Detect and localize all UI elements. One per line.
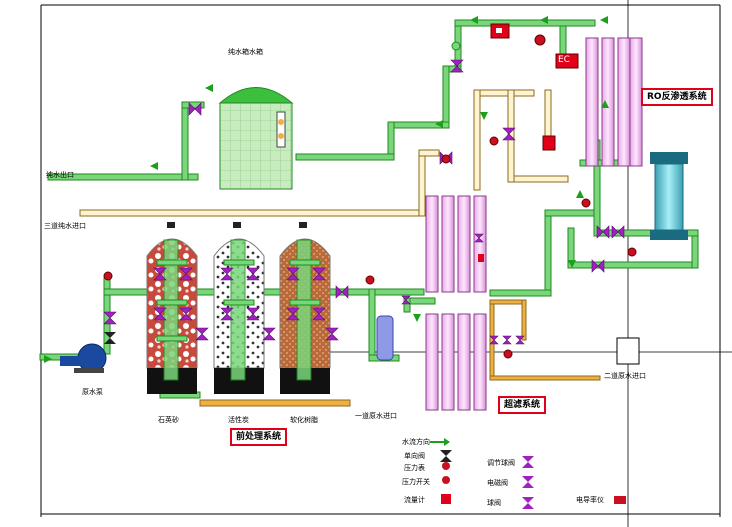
- uf-system-box: 超滤系统: [498, 396, 547, 414]
- high-pressure-pump: [650, 152, 688, 240]
- softener-label: 软化树脂: [290, 416, 318, 424]
- check-valves: [104, 222, 307, 344]
- ro-membranes: [585, 37, 643, 167]
- raw-pump: [60, 343, 107, 373]
- legend-check-valve: 单向阀: [404, 452, 425, 460]
- sand-filter-tank: [146, 238, 198, 394]
- ec-meter-label: EC: [558, 55, 570, 65]
- pure-water-tank: [218, 87, 294, 190]
- flow-meters: [478, 23, 579, 262]
- legend-ball-valve: 球阀: [487, 499, 501, 507]
- legend-regulating-valve: 调节球阀: [487, 459, 515, 467]
- legend-conductivity: 电导率仪: [576, 496, 604, 504]
- ro-system-box: RO反渗透系统: [641, 88, 713, 106]
- second-inlet-label: 三道纯水进口: [44, 222, 86, 230]
- green-pipes: [39, 19, 699, 407]
- legend-flow-meter: 流量计: [404, 496, 425, 504]
- uf-membranes-bottom: [425, 313, 487, 411]
- second-inlet-right-label: 二道原水进口: [604, 372, 646, 380]
- legend-solenoid-valve: 电磁阀: [487, 479, 508, 487]
- legend-flow-dir: 水流方向: [402, 438, 430, 446]
- pretreatment-system-box: 前处理系统: [230, 428, 288, 446]
- legend-pressure-gauge: 压力表: [404, 464, 425, 472]
- flow-arrows: [44, 16, 609, 363]
- pure-outlet-label: 纯水出口: [46, 171, 74, 179]
- outlet-box: [616, 337, 640, 365]
- sand-filter-label: 石英砂: [158, 416, 179, 424]
- carbon-filter-label: 活性炭: [228, 416, 249, 424]
- softener-tank: [279, 238, 331, 394]
- legend-pressure-switch: 压力开关: [402, 478, 430, 486]
- valves: [103, 59, 625, 345]
- carbon-filter-tank: [213, 238, 265, 394]
- legend-symbols: [430, 438, 626, 509]
- cartridge-filter: [376, 315, 394, 361]
- pure-tank-label: 纯水箱水箱: [228, 47, 263, 56]
- raw-pump-label: 原水泵: [82, 388, 103, 396]
- pressure-gauges: [103, 34, 637, 359]
- first-inlet-label: 一道原水进口: [355, 412, 397, 420]
- uf-membranes-top: [425, 195, 487, 293]
